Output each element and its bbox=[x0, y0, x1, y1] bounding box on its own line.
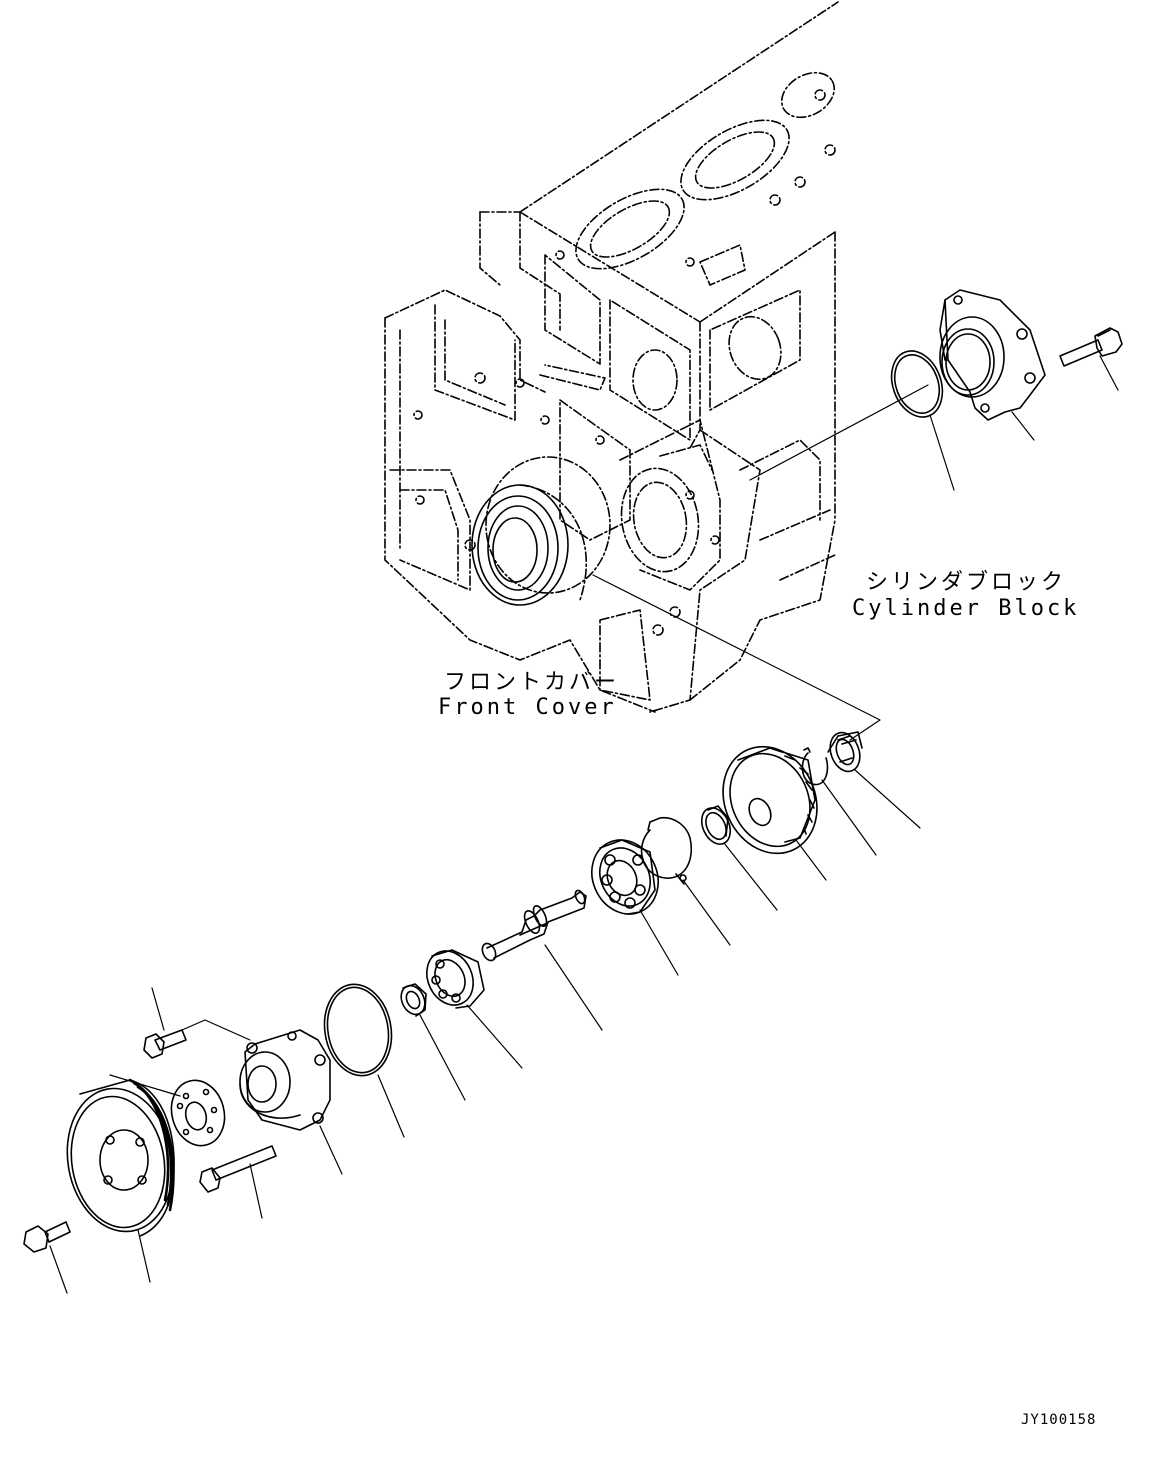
rear-housing bbox=[940, 290, 1045, 420]
gear bbox=[706, 731, 834, 869]
shaft bbox=[480, 889, 587, 963]
cylinder-block-label-en: Cylinder Block bbox=[852, 596, 1080, 621]
front-cover bbox=[385, 290, 720, 712]
front-cover-label-jp: フロントカバー bbox=[444, 670, 620, 695]
cover-bolt-long bbox=[200, 1146, 276, 1192]
front-seal-housing bbox=[472, 457, 610, 605]
cylinder-block-label-jp: シリンダブロック bbox=[866, 570, 1067, 595]
ball-bearing-small bbox=[418, 943, 484, 1012]
thrust-washer bbox=[696, 803, 736, 848]
cover-bolt-top bbox=[144, 1030, 186, 1058]
needle-bearing bbox=[825, 728, 865, 775]
bearing-cover bbox=[240, 1030, 330, 1130]
hub-flange bbox=[164, 1074, 231, 1151]
cover-o-ring bbox=[318, 979, 399, 1081]
ball-bearing-large bbox=[580, 829, 670, 925]
front-cover-label-en: Front Cover bbox=[438, 695, 617, 720]
leader-lines bbox=[50, 356, 1118, 1293]
pulley bbox=[56, 1080, 183, 1240]
rear-o-ring bbox=[883, 344, 951, 424]
housing-bolt bbox=[1060, 328, 1122, 366]
drawing-code: JY100158 bbox=[1021, 1412, 1097, 1428]
pulley-bolt bbox=[24, 1222, 70, 1252]
lock-nut bbox=[397, 982, 430, 1018]
cylinder-block bbox=[480, 2, 842, 712]
snap-ring-small bbox=[802, 748, 827, 785]
